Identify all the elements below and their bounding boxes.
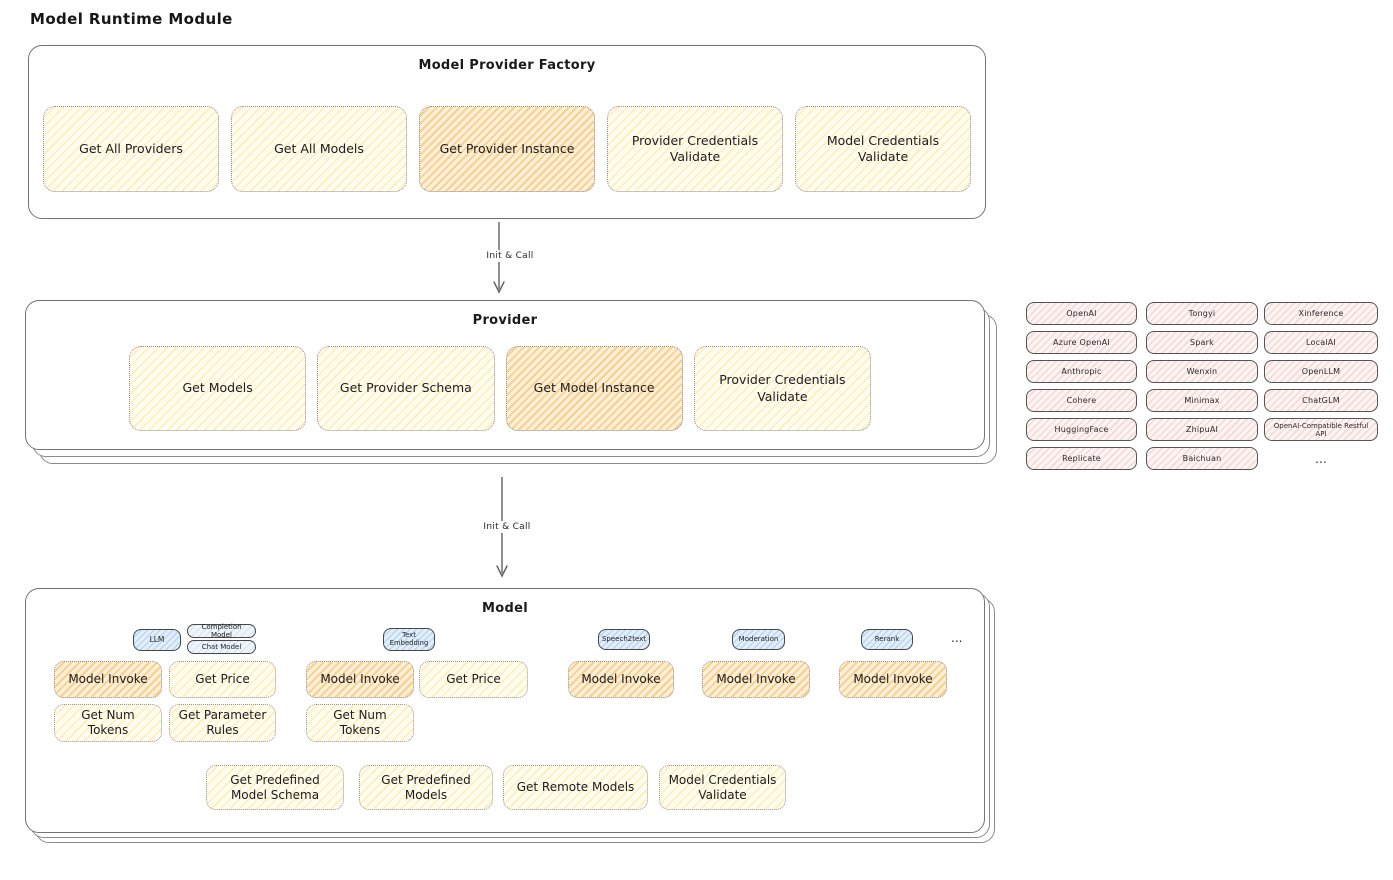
factory-buttons-row: Get All Providers Get All Models Get Pro… — [43, 106, 971, 192]
provider-pill-xinference[interactable]: Xinference — [1264, 302, 1378, 325]
node-llm-get-num-tokens[interactable]: Get Num Tokens — [54, 704, 162, 742]
provider-list-column-3: Xinference LocalAI OpenLLM ChatGLM OpenA… — [1264, 302, 1378, 470]
node-get-remote-models[interactable]: Get Remote Models — [503, 765, 648, 810]
provider-buttons-row: Get Models Get Provider Schema Get Model… — [129, 346, 871, 431]
provider-pill-openllm[interactable]: OpenLLM — [1264, 360, 1378, 383]
chip-completion-model[interactable]: Completion Model — [187, 623, 256, 639]
node-moderation-model-invoke[interactable]: Model Invoke — [702, 661, 810, 698]
provider-pill-replicate[interactable]: Replicate — [1026, 447, 1137, 470]
provider-list-column-1: OpenAI Azure OpenAI Anthropic Cohere Hug… — [1026, 302, 1137, 470]
provider-pill-wenxin[interactable]: Wenxin — [1146, 360, 1258, 383]
node-get-model-instance[interactable]: Get Model Instance — [505, 346, 683, 431]
provider-list-column-2: Tongyi Spark Wenxin Minimax ZhipuAI Baic… — [1146, 302, 1258, 470]
node-get-all-models[interactable]: Get All Models — [231, 106, 407, 192]
provider-pill-anthropic[interactable]: Anthropic — [1026, 360, 1137, 383]
node-provider-credentials-validate[interactable]: Provider Credentials Validate — [607, 106, 783, 192]
factory-title: Model Provider Factory — [418, 58, 596, 73]
node-get-all-providers[interactable]: Get All Providers — [43, 106, 219, 192]
node-get-predefined-models[interactable]: Get Predefined Models — [359, 765, 493, 810]
provider-pill-tongyi[interactable]: Tongyi — [1146, 302, 1258, 325]
chip-rerank[interactable]: Rerank — [861, 629, 913, 650]
provider-pill-azure-openai[interactable]: Azure OpenAI — [1026, 331, 1137, 354]
node-rerank-model-invoke[interactable]: Model Invoke — [839, 661, 947, 698]
chip-chat-model[interactable]: Chat Model — [187, 640, 256, 654]
provider-pill-minimax[interactable]: Minimax — [1146, 389, 1258, 412]
provider-pill-localai[interactable]: LocalAI — [1264, 331, 1378, 354]
node-llm-model-invoke[interactable]: Model Invoke — [54, 661, 162, 698]
node-get-models[interactable]: Get Models — [129, 346, 307, 431]
node-get-provider-schema[interactable]: Get Provider Schema — [317, 346, 495, 431]
provider-pill-chatglm[interactable]: ChatGLM — [1264, 389, 1378, 412]
model-capabilities-more: ... — [951, 631, 963, 645]
chip-speech2text[interactable]: Speech2text — [598, 629, 650, 650]
node-speech2text-model-invoke[interactable]: Model Invoke — [568, 661, 674, 698]
node-get-provider-instance[interactable]: Get Provider Instance — [419, 106, 595, 192]
node-embedding-model-invoke[interactable]: Model Invoke — [306, 661, 414, 698]
provider-container: Provider Get Models Get Provider Schema … — [25, 300, 985, 450]
provider-pill-zhipuai[interactable]: ZhipuAI — [1146, 418, 1258, 441]
provider-title: Provider — [472, 313, 538, 328]
node-llm-get-parameter-rules[interactable]: Get Parameter Rules — [169, 704, 276, 742]
arrow-label-init-call-2: Init & Call — [472, 521, 542, 533]
model-title: Model — [482, 601, 528, 616]
node-embedding-get-num-tokens[interactable]: Get Num Tokens — [306, 704, 414, 742]
chip-moderation[interactable]: Moderation — [732, 629, 785, 650]
provider-pill-openai-compatible[interactable]: OpenAI-Compatible Restful API — [1264, 418, 1378, 441]
node-model-credentials-validate-2[interactable]: Model Credentials Validate — [659, 765, 786, 810]
model-container: Model LLM Completion Model Chat Model Te… — [25, 588, 985, 833]
node-get-predefined-model-schema[interactable]: Get Predefined Model Schema — [206, 765, 344, 810]
factory-container: Model Provider Factory Get All Providers… — [28, 45, 986, 219]
node-model-credentials-validate[interactable]: Model Credentials Validate — [795, 106, 971, 192]
provider-pill-cohere[interactable]: Cohere — [1026, 389, 1137, 412]
arrow-label-init-call-1: Init & Call — [473, 250, 547, 262]
provider-pill-huggingface[interactable]: HuggingFace — [1026, 418, 1137, 441]
provider-pill-spark[interactable]: Spark — [1146, 331, 1258, 354]
node-provider-credentials-validate-2[interactable]: Provider Credentials Validate — [693, 346, 871, 431]
node-embedding-get-price[interactable]: Get Price — [419, 661, 528, 698]
chip-text-embedding[interactable]: Text Embedding — [383, 628, 435, 651]
provider-pill-openai[interactable]: OpenAI — [1026, 302, 1137, 325]
node-llm-get-price[interactable]: Get Price — [169, 661, 276, 698]
diagram-title: Model Runtime Module — [30, 10, 233, 28]
provider-pill-baichuan[interactable]: Baichuan — [1146, 447, 1258, 470]
provider-list-more: ... — [1314, 451, 1328, 466]
chip-llm[interactable]: LLM — [133, 629, 181, 651]
